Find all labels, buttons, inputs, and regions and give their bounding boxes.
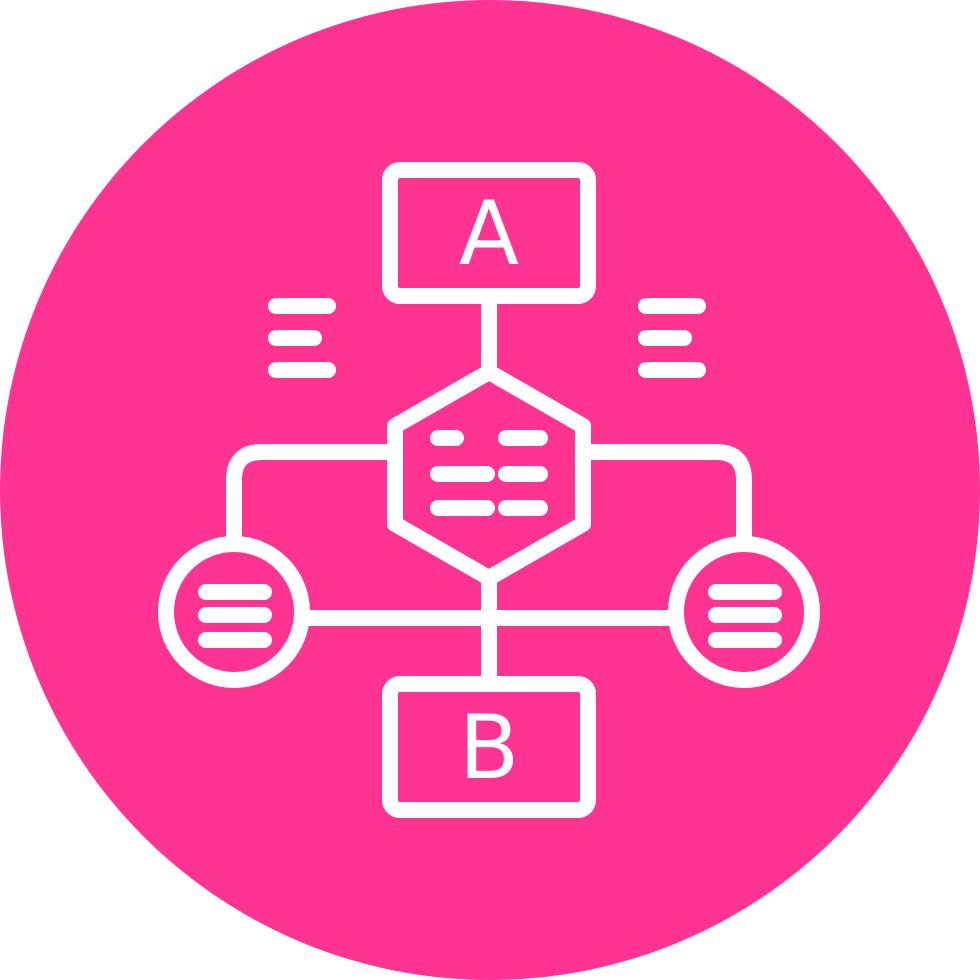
box-b bbox=[382, 676, 596, 818]
left-node-lines-icon bbox=[198, 584, 272, 648]
left-text-lines-icon bbox=[268, 298, 336, 378]
box-a-label: A bbox=[459, 182, 519, 285]
flowchart-lines bbox=[158, 162, 820, 818]
box-b-label: B bbox=[459, 696, 519, 799]
right-node-lines-icon bbox=[708, 584, 782, 648]
connector-hex-left bbox=[226, 444, 403, 552]
right-text-lines-icon bbox=[638, 298, 706, 378]
hexagon-text-lines-icon bbox=[430, 430, 548, 516]
connector-hex-right bbox=[575, 444, 752, 552]
